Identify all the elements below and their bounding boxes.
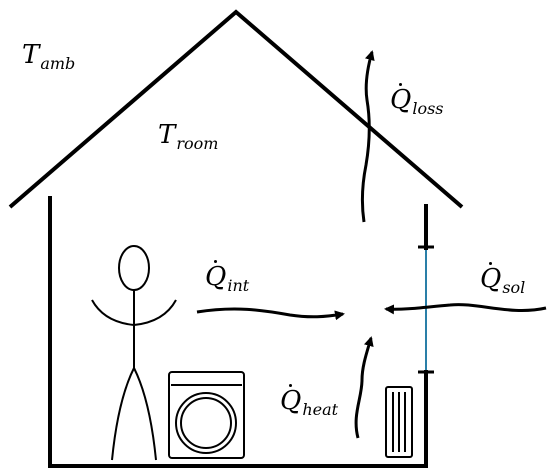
q-loss-subscript: loss (412, 99, 443, 118)
t-room-symbol: T (158, 122, 175, 148)
q-int-label: Qint (205, 264, 249, 294)
person-icon (92, 246, 176, 460)
q-sol-subscript: sol (502, 278, 525, 297)
q-loss-symbol: Q (390, 87, 411, 113)
t-room-label: Troom (158, 122, 218, 152)
q-heat-subscript: heat (302, 400, 338, 419)
t-amb-subscript: amb (40, 54, 75, 73)
q-sol-symbol: Q (480, 266, 501, 292)
window-icon (418, 247, 434, 396)
q-loss-label: Qloss (390, 87, 444, 117)
house-walls (50, 196, 426, 466)
q-loss-arrow (362, 52, 372, 222)
t-room-subscript: room (176, 134, 218, 153)
q-sol-arrow (386, 305, 546, 311)
washing-machine-icon (169, 372, 244, 458)
t-amb-label: Tamb (22, 42, 75, 72)
q-int-subscript: int (227, 276, 249, 295)
q-int-arrow (197, 309, 343, 317)
radiator-icon (386, 387, 412, 457)
q-heat-arrow (356, 338, 371, 438)
q-heat-label: Qheat (280, 388, 338, 418)
q-int-symbol: Q (205, 264, 226, 290)
t-amb-symbol: T (22, 42, 39, 68)
q-heat-symbol: Q (280, 388, 301, 414)
q-sol-label: Qsol (480, 266, 525, 296)
